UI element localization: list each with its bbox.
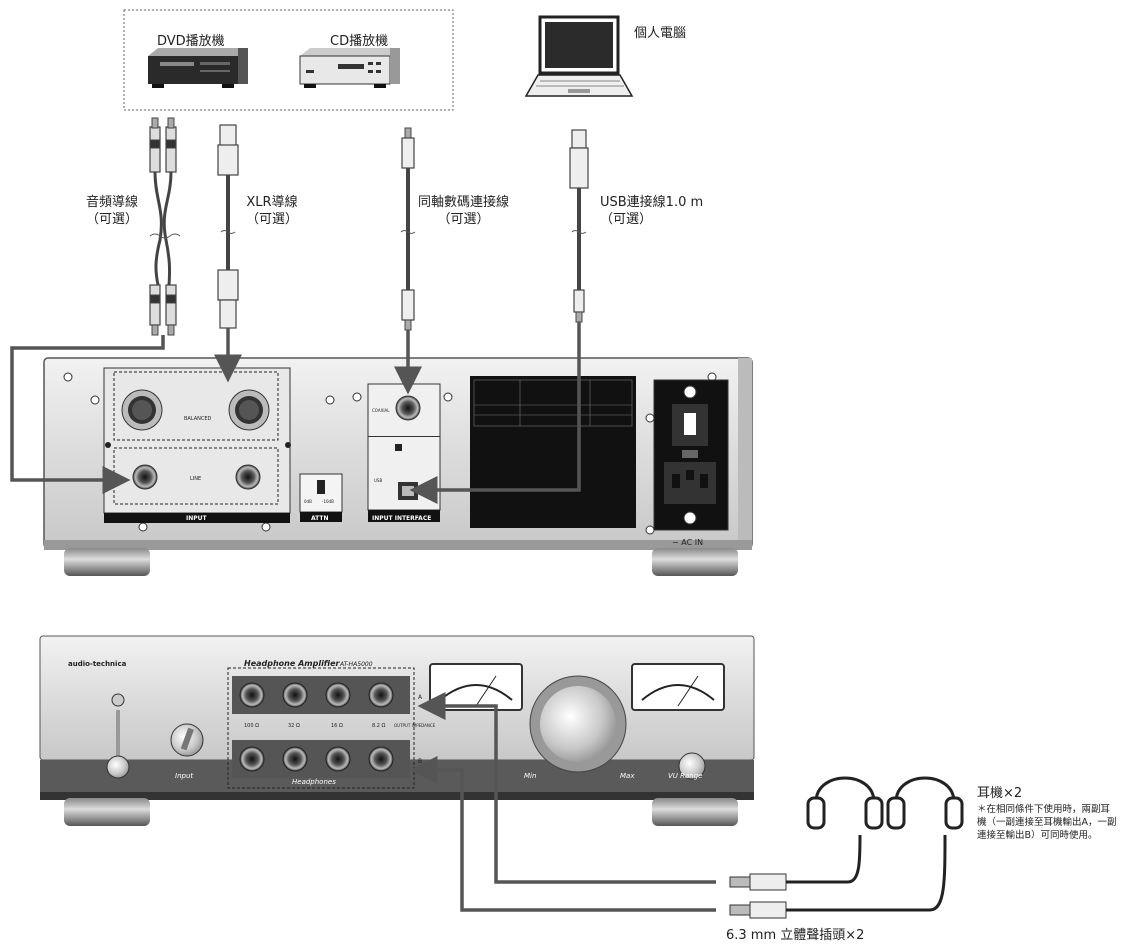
usb-cable-text: USB連接線1.0 m	[600, 195, 704, 210]
audio-cable-text: 音頻導線	[86, 195, 139, 210]
out-b-text: B	[418, 758, 422, 765]
dvd-player-label: DVD播放機	[157, 34, 225, 49]
attn-panel-label: ATTN	[311, 515, 329, 522]
rear-panel	[43, 357, 753, 576]
cd-player-label: CD播放機	[330, 34, 389, 49]
coaxial-cable	[401, 127, 415, 331]
dvd-player	[148, 48, 248, 88]
headphones-icon	[806, 776, 964, 830]
vu-range-text: VU Range	[668, 772, 702, 780]
coax-cable-opt: （可選）	[437, 212, 490, 227]
input-interface-label: INPUT INTERFACE	[372, 515, 431, 522]
pc-label: 個人電腦	[634, 26, 687, 41]
front-panel	[39, 635, 755, 826]
usb-cable	[569, 129, 589, 323]
input-text: Input	[175, 772, 193, 780]
input-panel-label: INPUT	[186, 515, 208, 522]
laptop-icon	[524, 15, 634, 97]
imp-100: 100 Ω	[244, 723, 259, 729]
audio-cable-opt: （可選）	[86, 212, 139, 227]
cd-player	[299, 48, 400, 88]
imp-32: 32 Ω	[288, 723, 300, 729]
balanced-text: BALANCED	[184, 416, 212, 422]
xlr-cable-label: XLR導線 （可選）	[246, 194, 298, 228]
usb-cable-label: USB連接線1.0 m （可選）	[600, 194, 703, 228]
min-text: Min	[524, 772, 536, 780]
headphones-label: 耳機×2	[977, 786, 1023, 801]
headphones-text: Headphones	[292, 778, 336, 786]
coax-cable-label: 同軸數碼連接線 （可選）	[418, 194, 509, 228]
front-title: Headphone Amplifier	[244, 659, 341, 668]
ac-in-text: ~ AC IN	[672, 538, 703, 547]
stereo-plugs	[729, 873, 787, 919]
coaxial-text: COAXIAL	[372, 408, 390, 413]
attn-0db: 0dB	[304, 499, 312, 504]
imp-8: 8.2 Ω	[372, 723, 386, 729]
xlr-cable	[217, 124, 239, 329]
rca-cable	[149, 117, 177, 336]
front-model: AT-HA5000	[339, 661, 373, 668]
headphones-note: ＊在相同條件下使用時，兩副耳機（一副連接至耳機輸出A，一副連接至輸出B）可同時使…	[977, 804, 1117, 841]
max-text: Max	[620, 772, 635, 780]
usb-port-text: USB	[374, 478, 382, 483]
output-impedance-text: OUTPUT IMPEDANCE	[394, 723, 436, 728]
out-a-text: A	[418, 694, 423, 701]
line-text: LINE	[190, 476, 201, 482]
brand-text: audio-technica	[68, 660, 127, 668]
audio-cable-label: 音頻導線 （可選）	[86, 194, 138, 228]
plug-label: 6.3 mm 立體聲插頭×2	[726, 928, 865, 943]
xlr-cable-text: XLR導線	[246, 195, 298, 210]
coax-cable-text: 同軸數碼連接線	[418, 195, 510, 210]
usb-cable-opt: （可選）	[600, 212, 653, 227]
source-devices-box	[123, 9, 454, 111]
xlr-cable-opt: （可選）	[246, 212, 299, 227]
imp-16: 16 Ω	[331, 723, 343, 729]
attn-10db: -10dB	[322, 499, 334, 504]
